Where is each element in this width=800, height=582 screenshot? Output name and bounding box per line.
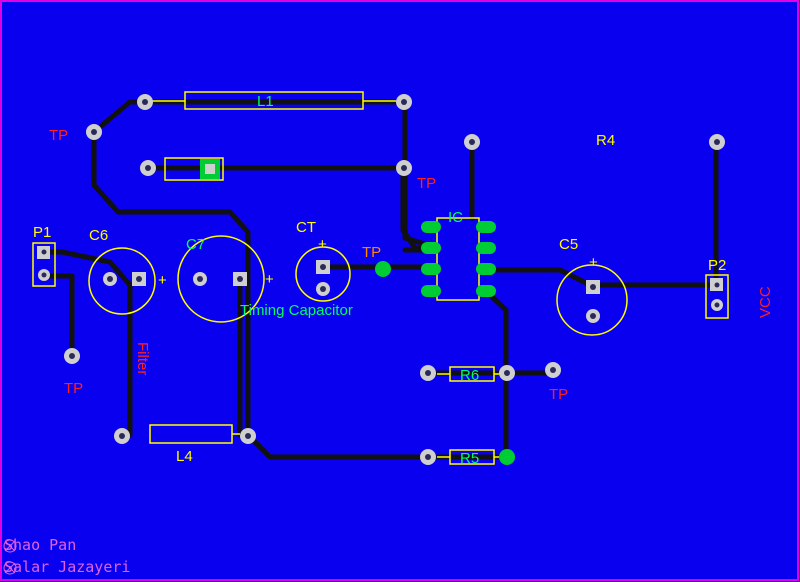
square-pad[interactable] — [586, 280, 600, 294]
label-c7: C7 — [186, 236, 205, 253]
pad[interactable] — [396, 94, 412, 110]
square-pad[interactable] — [710, 278, 723, 291]
via[interactable] — [375, 261, 391, 277]
square-pad[interactable] — [37, 246, 50, 259]
diode-outline — [164, 157, 224, 181]
c7-plus: + — [265, 271, 274, 288]
label-r4: R4 — [596, 132, 615, 149]
c5-outline — [556, 264, 628, 336]
label-ct: CT — [296, 219, 316, 236]
ic-pin[interactable] — [476, 263, 496, 275]
pad[interactable] — [114, 428, 130, 444]
c7-outline — [177, 235, 265, 323]
round-pads — [38, 94, 725, 465]
square-pad[interactable] — [200, 159, 220, 179]
c6-outline — [88, 247, 156, 315]
trace — [484, 289, 509, 458]
ic-pin[interactable] — [476, 285, 496, 297]
pad[interactable] — [140, 160, 156, 176]
silkscreen-layer — [32, 91, 729, 465]
p2-outline — [705, 274, 729, 319]
ic-pin[interactable] — [421, 285, 441, 297]
label-c5: C5 — [559, 236, 578, 253]
pad[interactable] — [137, 94, 153, 110]
pad[interactable] — [38, 269, 50, 281]
tp-label: TP — [362, 244, 381, 261]
ic-pin[interactable] — [421, 221, 441, 233]
pad[interactable] — [499, 365, 515, 381]
square-pad[interactable] — [233, 272, 247, 286]
pad[interactable] — [709, 134, 725, 150]
pad[interactable] — [420, 365, 436, 381]
pad[interactable] — [711, 299, 723, 311]
ic-outline — [436, 217, 480, 301]
pad[interactable] — [316, 282, 330, 296]
component-labels: L1 R4 IC C6 C7 CT C5 P1 P2 L4 R6 R5 — [33, 93, 726, 467]
tp-label: TP — [549, 386, 568, 403]
credit-marker — [3, 561, 17, 575]
ic-pins — [375, 221, 515, 465]
trace — [484, 267, 719, 288]
square-pad[interactable] — [132, 272, 146, 286]
ic-pin[interactable] — [476, 242, 496, 254]
timing-capacitor-label: Timing Capacitor — [240, 302, 353, 319]
pad[interactable] — [464, 134, 480, 150]
ct-outline — [295, 246, 351, 302]
pad[interactable] — [586, 309, 600, 323]
tp-label: TP — [64, 380, 83, 397]
polarity-marks: + + + + — [158, 236, 598, 289]
credits: Shao Pan Salar Jazayeri — [3, 536, 130, 576]
via[interactable] — [499, 449, 515, 465]
credit-marker — [3, 539, 17, 553]
pad[interactable] — [86, 124, 102, 140]
pad[interactable] — [240, 428, 256, 444]
c5-plus: + — [589, 254, 598, 271]
ic-pin[interactable] — [421, 242, 441, 254]
c6-plus: + — [158, 272, 167, 289]
trace — [41, 249, 133, 438]
ic-pin[interactable] — [476, 221, 496, 233]
credit-line-1: Shao Pan — [4, 536, 76, 554]
label-l1: L1 — [257, 93, 274, 110]
pad[interactable] — [396, 160, 412, 176]
vcc-label: VCC — [757, 286, 774, 318]
label-c6: C6 — [89, 227, 108, 244]
label-r6: R6 — [460, 367, 479, 384]
credit-marker — [4, 540, 16, 552]
square-pads — [37, 159, 723, 294]
label-r5: R5 — [460, 450, 479, 467]
credit-line-2: Salar Jazayeri — [4, 558, 130, 576]
label-p1: P1 — [33, 224, 51, 241]
square-pad[interactable] — [316, 260, 330, 274]
label-p2: P2 — [708, 257, 726, 274]
pad[interactable] — [103, 272, 117, 286]
pad[interactable] — [64, 348, 80, 364]
trace — [41, 273, 75, 358]
label-l4: L4 — [176, 448, 193, 465]
trace — [91, 99, 431, 460]
pad[interactable] — [545, 362, 561, 378]
test-point-labels: TP TP TP TP TP — [49, 127, 568, 403]
ic-pin[interactable] — [421, 263, 441, 275]
tp-label: TP — [49, 127, 68, 144]
label-ic: IC — [448, 209, 463, 226]
pad[interactable] — [420, 449, 436, 465]
p1-outline — [32, 242, 56, 287]
ct-plus: + — [318, 236, 327, 253]
tp-label: TP — [417, 175, 436, 192]
filter-label: Filter — [134, 342, 151, 375]
credit-marker — [4, 562, 16, 574]
pad[interactable] — [193, 272, 207, 286]
